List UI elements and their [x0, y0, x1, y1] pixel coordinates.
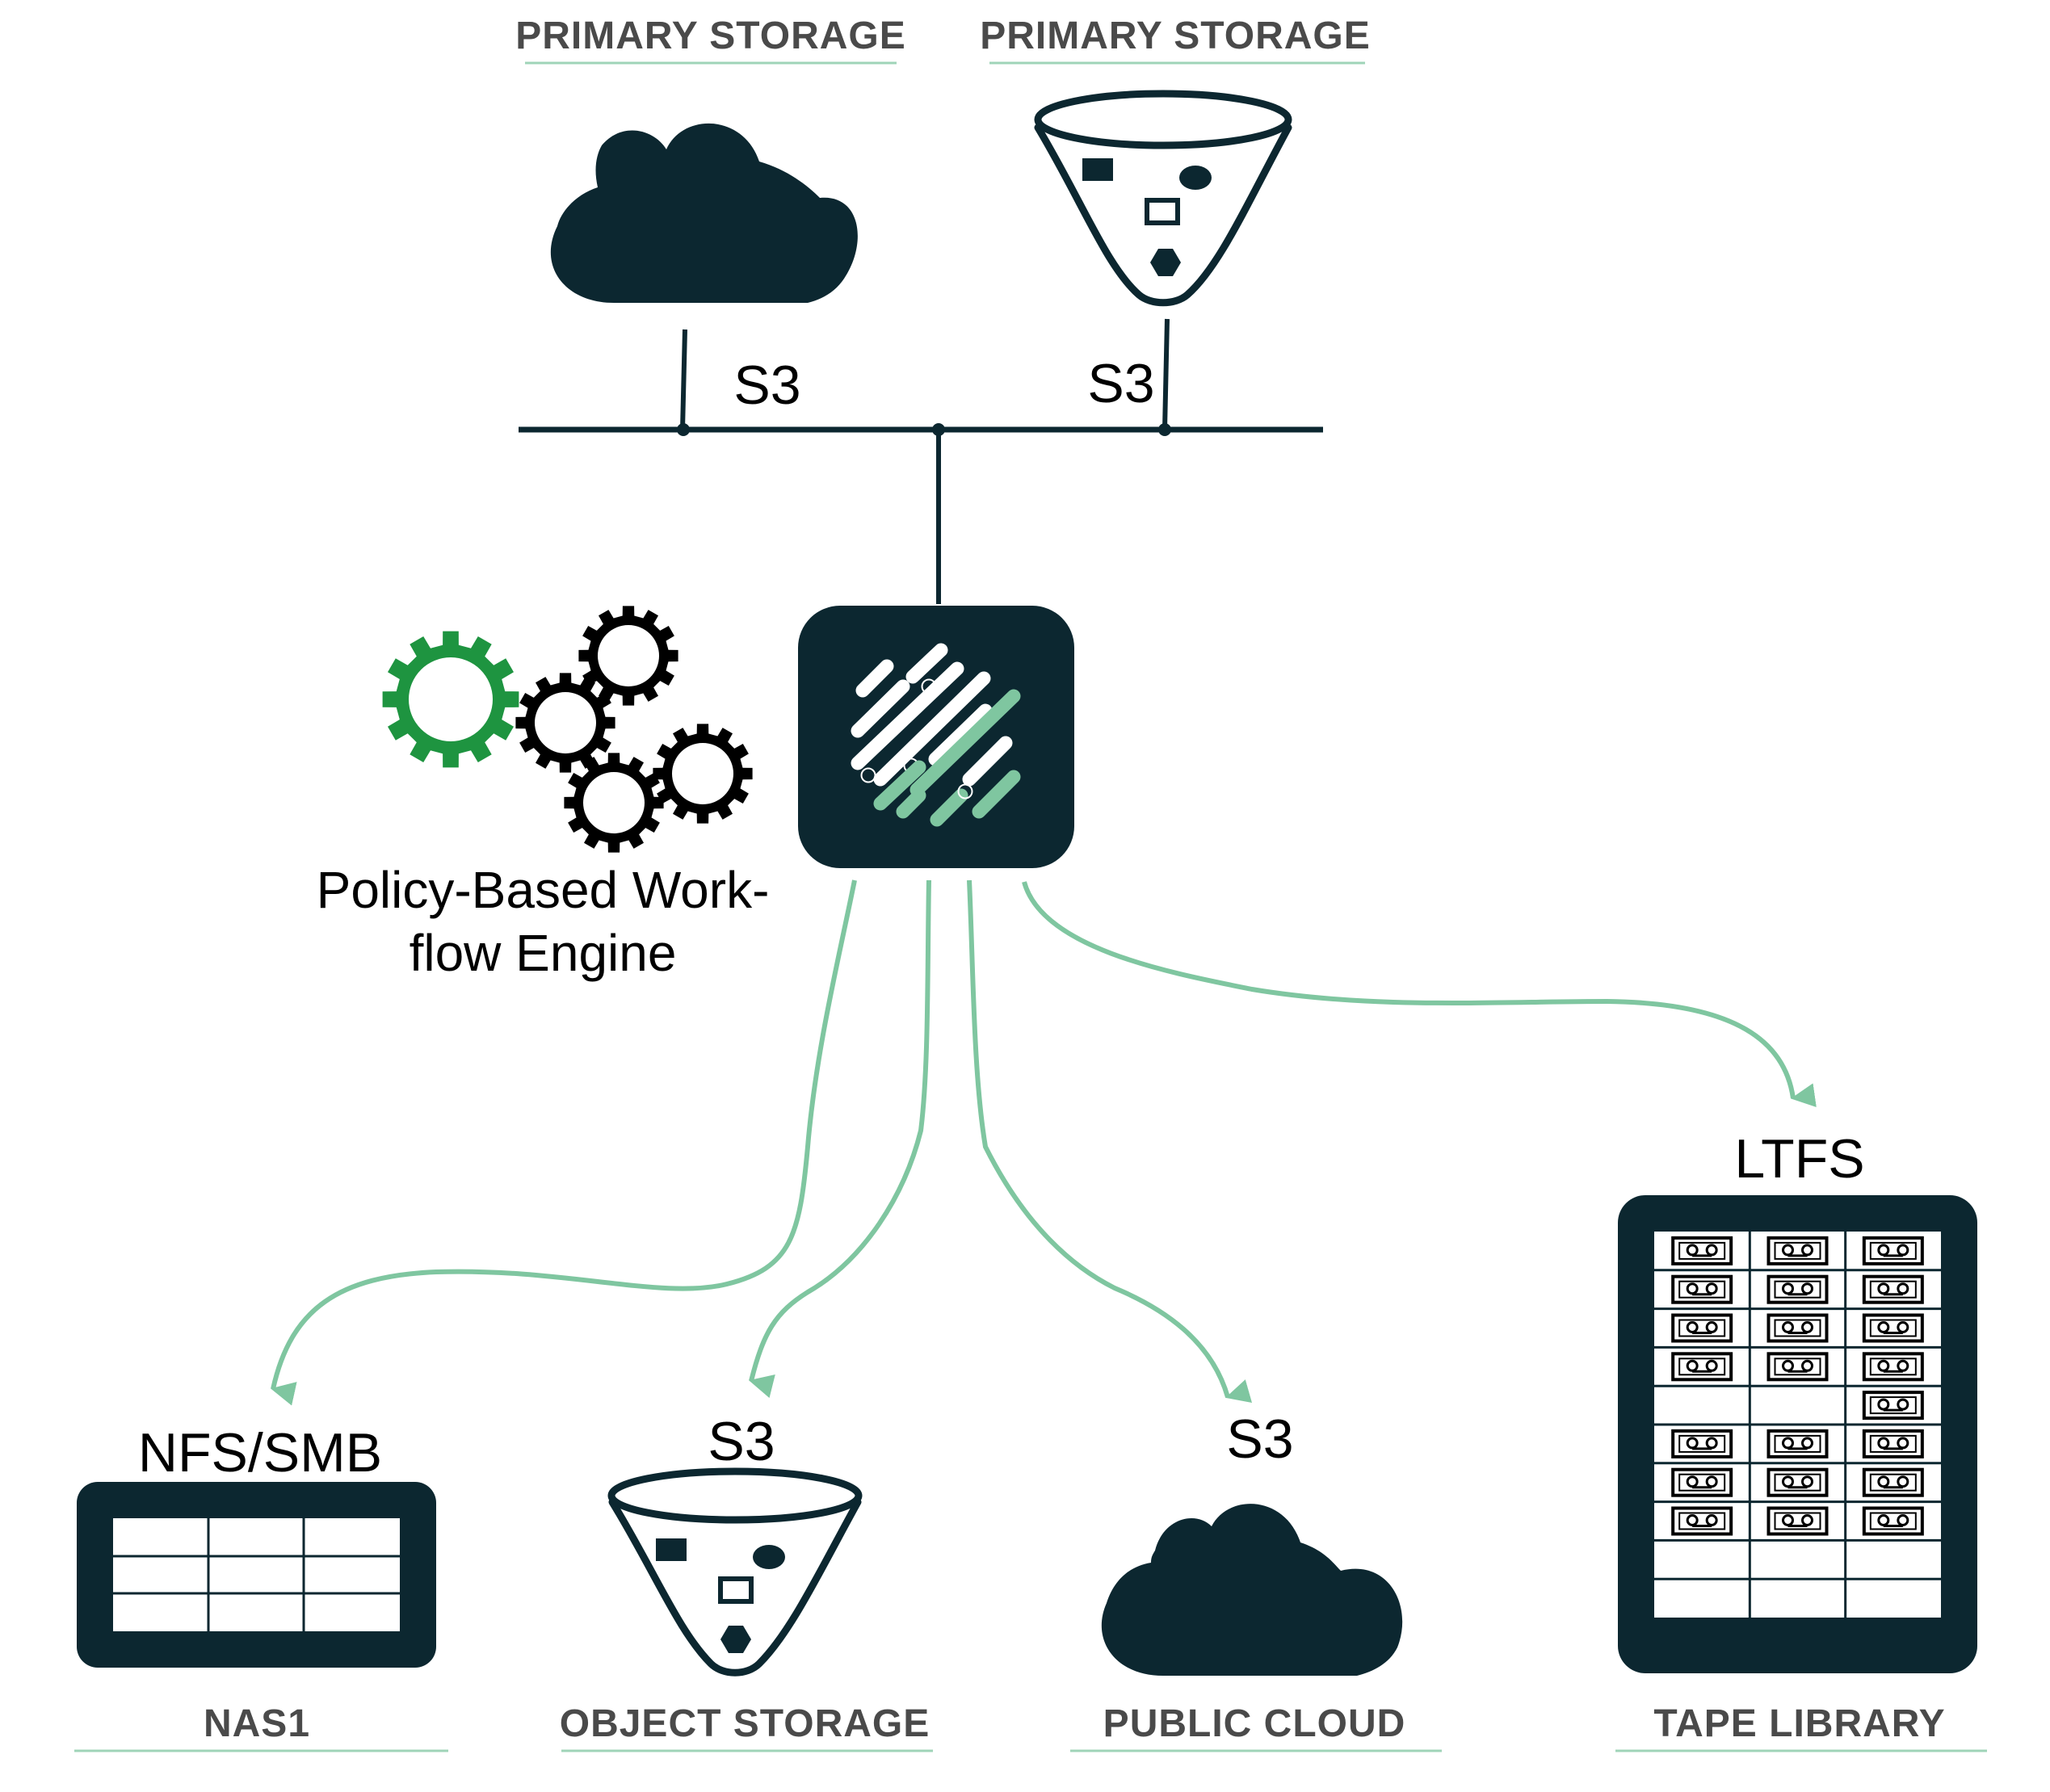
gear-icon [653, 724, 753, 824]
gear-icon [564, 753, 664, 853]
tape-cartridge-icon [1671, 1467, 1733, 1497]
tape-cartridge-icon [1862, 1506, 1924, 1536]
top-right-caption-group: PRIMARY STORAGE [980, 15, 1371, 65]
tape-cartridge-icon [1766, 1467, 1829, 1497]
engine-label-line2: flow Engine [410, 924, 677, 982]
tape-cartridge-window [1869, 1512, 1917, 1530]
tape-cartridge-window [1869, 1396, 1917, 1415]
tape-cartridge-window [1869, 1434, 1917, 1453]
tape-cartridge-icon [1862, 1313, 1924, 1343]
engine-label-line1: Policy-Based Work- [317, 861, 770, 919]
gear-green-icon [382, 631, 519, 768]
flow-arrow-nas [271, 879, 857, 1406]
tape-library-protocol: LTFS [1734, 1128, 1864, 1190]
tape-cartridge-icon [1671, 1506, 1733, 1536]
tape-cartridge-window [1678, 1512, 1726, 1530]
tape-cartridge-window [1869, 1319, 1917, 1337]
flow-arrow-public-cloud [967, 879, 1253, 1403]
object-storage-protocol: S3 [708, 1411, 775, 1472]
top-left-caption-group: PRIMARY STORAGE [515, 15, 906, 65]
tape-cartridge-icon [1671, 1313, 1733, 1343]
top-right-protocol: S3 [1087, 353, 1154, 414]
top-left-caption: PRIMARY STORAGE [515, 15, 906, 57]
tape-cartridge-window [1774, 1358, 1821, 1376]
tape-cartridge-window [1678, 1280, 1726, 1299]
tape-cartridge-icon [1671, 1236, 1733, 1265]
tape-cartridge-icon [1862, 1429, 1924, 1458]
flow-arrow-object-storage [749, 879, 931, 1399]
tape-cartridge-window [1678, 1241, 1726, 1260]
tape-cartridge-window [1774, 1280, 1821, 1299]
public-cloud-caption: PUBLIC CLOUD [1103, 1702, 1406, 1745]
bottom-captions: NAS1 OBJECT STORAGE PUBLIC CLOUD TAPE LI… [74, 1702, 1987, 1752]
tape-cartridge-icon [1766, 1236, 1829, 1265]
nas-icon [77, 1482, 436, 1668]
tape-cartridge-icon [1671, 1352, 1733, 1382]
tape-cartridge-icon [1766, 1313, 1829, 1343]
tape-cartridge-icon [1862, 1391, 1924, 1421]
tape-cartridge-window [1678, 1319, 1726, 1337]
tape-cartridge-icon [1766, 1352, 1829, 1382]
gear-icon [515, 673, 615, 773]
top-bus [519, 318, 1323, 604]
top-left-protocol: S3 [733, 355, 800, 416]
engine-logo-icon [798, 606, 1074, 868]
tape-cartridge-window [1774, 1319, 1821, 1337]
nas-caption: NAS1 [204, 1702, 310, 1745]
tape-cartridge-window [1774, 1473, 1821, 1492]
tape-cartridge-window [1869, 1358, 1917, 1376]
top-right-caption: PRIMARY STORAGE [980, 15, 1371, 57]
object-bucket-icon [1034, 90, 1292, 307]
tape-cartridge-window [1869, 1473, 1917, 1492]
tape-cartridge-icon [1862, 1236, 1924, 1265]
flow-arrow-tape-library [1022, 881, 1817, 1108]
cloud-icon [1101, 1504, 1403, 1676]
gears-icon [382, 606, 753, 853]
flow-arrows [271, 879, 1817, 1406]
tape-cartridge-window [1678, 1358, 1726, 1376]
tape-cartridge-window [1678, 1434, 1726, 1453]
tape-cartridge-window [1869, 1280, 1917, 1299]
public-cloud-protocol: S3 [1226, 1408, 1293, 1470]
tape-cartridge-icon [1671, 1274, 1733, 1304]
tape-library-caption: TAPE LIBRARY [1653, 1702, 1945, 1745]
tape-cartridge-icon [1671, 1429, 1733, 1458]
cloud-icon [550, 123, 858, 303]
tape-cartridge-icon [1862, 1352, 1924, 1382]
gear-icon [578, 606, 678, 706]
tape-cartridge-icon [1766, 1506, 1829, 1536]
object-bucket-icon [607, 1467, 863, 1677]
tape-cartridge-window [1774, 1241, 1821, 1260]
nas-protocol: NFS/SMB [138, 1422, 382, 1484]
tape-cartridge-icon [1862, 1274, 1924, 1304]
tape-cartridge-window [1678, 1473, 1726, 1492]
tape-cartridge-window [1774, 1434, 1821, 1453]
tape-cartridge-icon [1862, 1467, 1924, 1497]
tape-cartridge-icon [1766, 1274, 1829, 1304]
tape-cartridge-window [1774, 1512, 1821, 1530]
tape-cartridge-window [1869, 1241, 1917, 1260]
tape-cartridge-icon [1766, 1429, 1829, 1458]
tape-library-icon [1618, 1195, 1977, 1673]
object-storage-caption: OBJECT STORAGE [560, 1702, 930, 1745]
